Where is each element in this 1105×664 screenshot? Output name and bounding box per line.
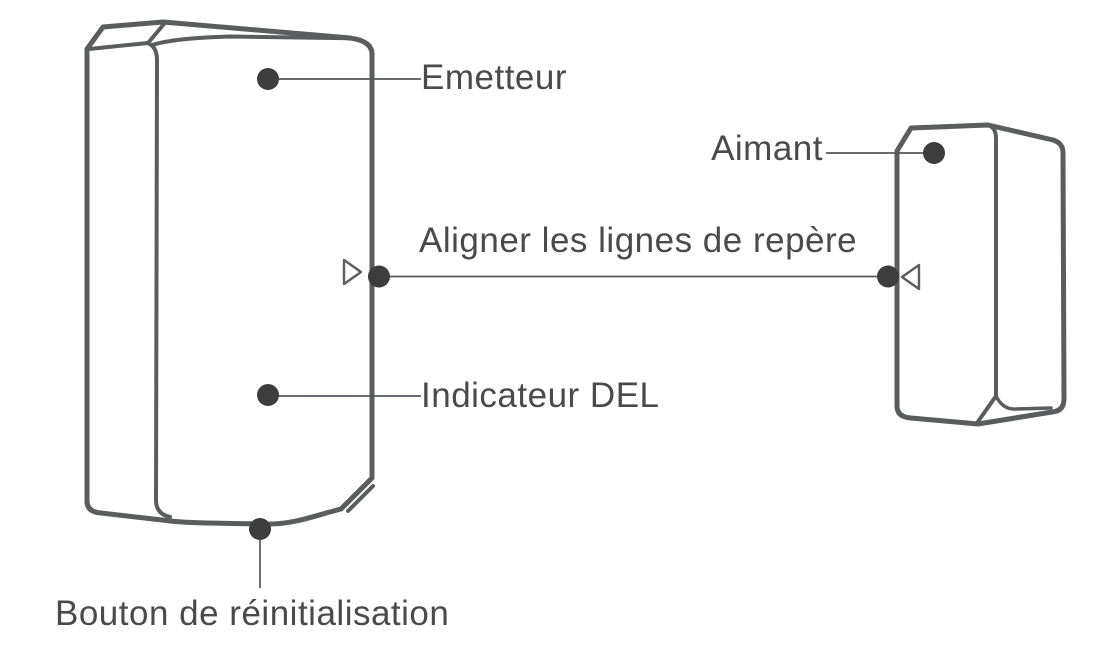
reset-label: Bouton de réinitialisation	[55, 594, 450, 633]
transmitter-body	[84, 19, 375, 527]
align-arrow-right-icon	[342, 258, 363, 286]
align-label: Aligner les lignes de repère	[419, 221, 858, 260]
transmitter-corner-fold-line	[346, 484, 375, 513]
transmitter-front-left-edge	[145, 41, 172, 519]
align-right-dot	[877, 265, 899, 288]
emitter-dot	[257, 68, 279, 90]
magnet-corner-fold-line	[975, 394, 998, 425]
led-dot	[257, 384, 279, 406]
transmitter-top-side-edge	[87, 41, 150, 51]
align-left-dot	[368, 265, 390, 288]
magnet-front-right-edge	[988, 124, 998, 397]
align-arrow-left-icon	[900, 263, 921, 291]
led-label: Indicateur DEL	[421, 376, 660, 415]
alignment-marks	[342, 258, 921, 291]
callout-dots	[249, 68, 945, 540]
transmitter-front-top-edge	[150, 34, 354, 47]
magnet-dot	[923, 142, 945, 164]
magnet-label: Aimant	[711, 129, 823, 168]
reset-dot	[249, 518, 271, 540]
magnet-bottom-face-edge	[994, 394, 1053, 411]
magnet-outline	[894, 122, 1067, 427]
emitter-label: Emetteur	[421, 58, 567, 97]
leader-lines	[259, 78, 933, 588]
transmitter-top-chamfer-edge	[146, 22, 166, 45]
magnet-body	[894, 122, 1067, 427]
transmitter-outline	[84, 19, 375, 527]
